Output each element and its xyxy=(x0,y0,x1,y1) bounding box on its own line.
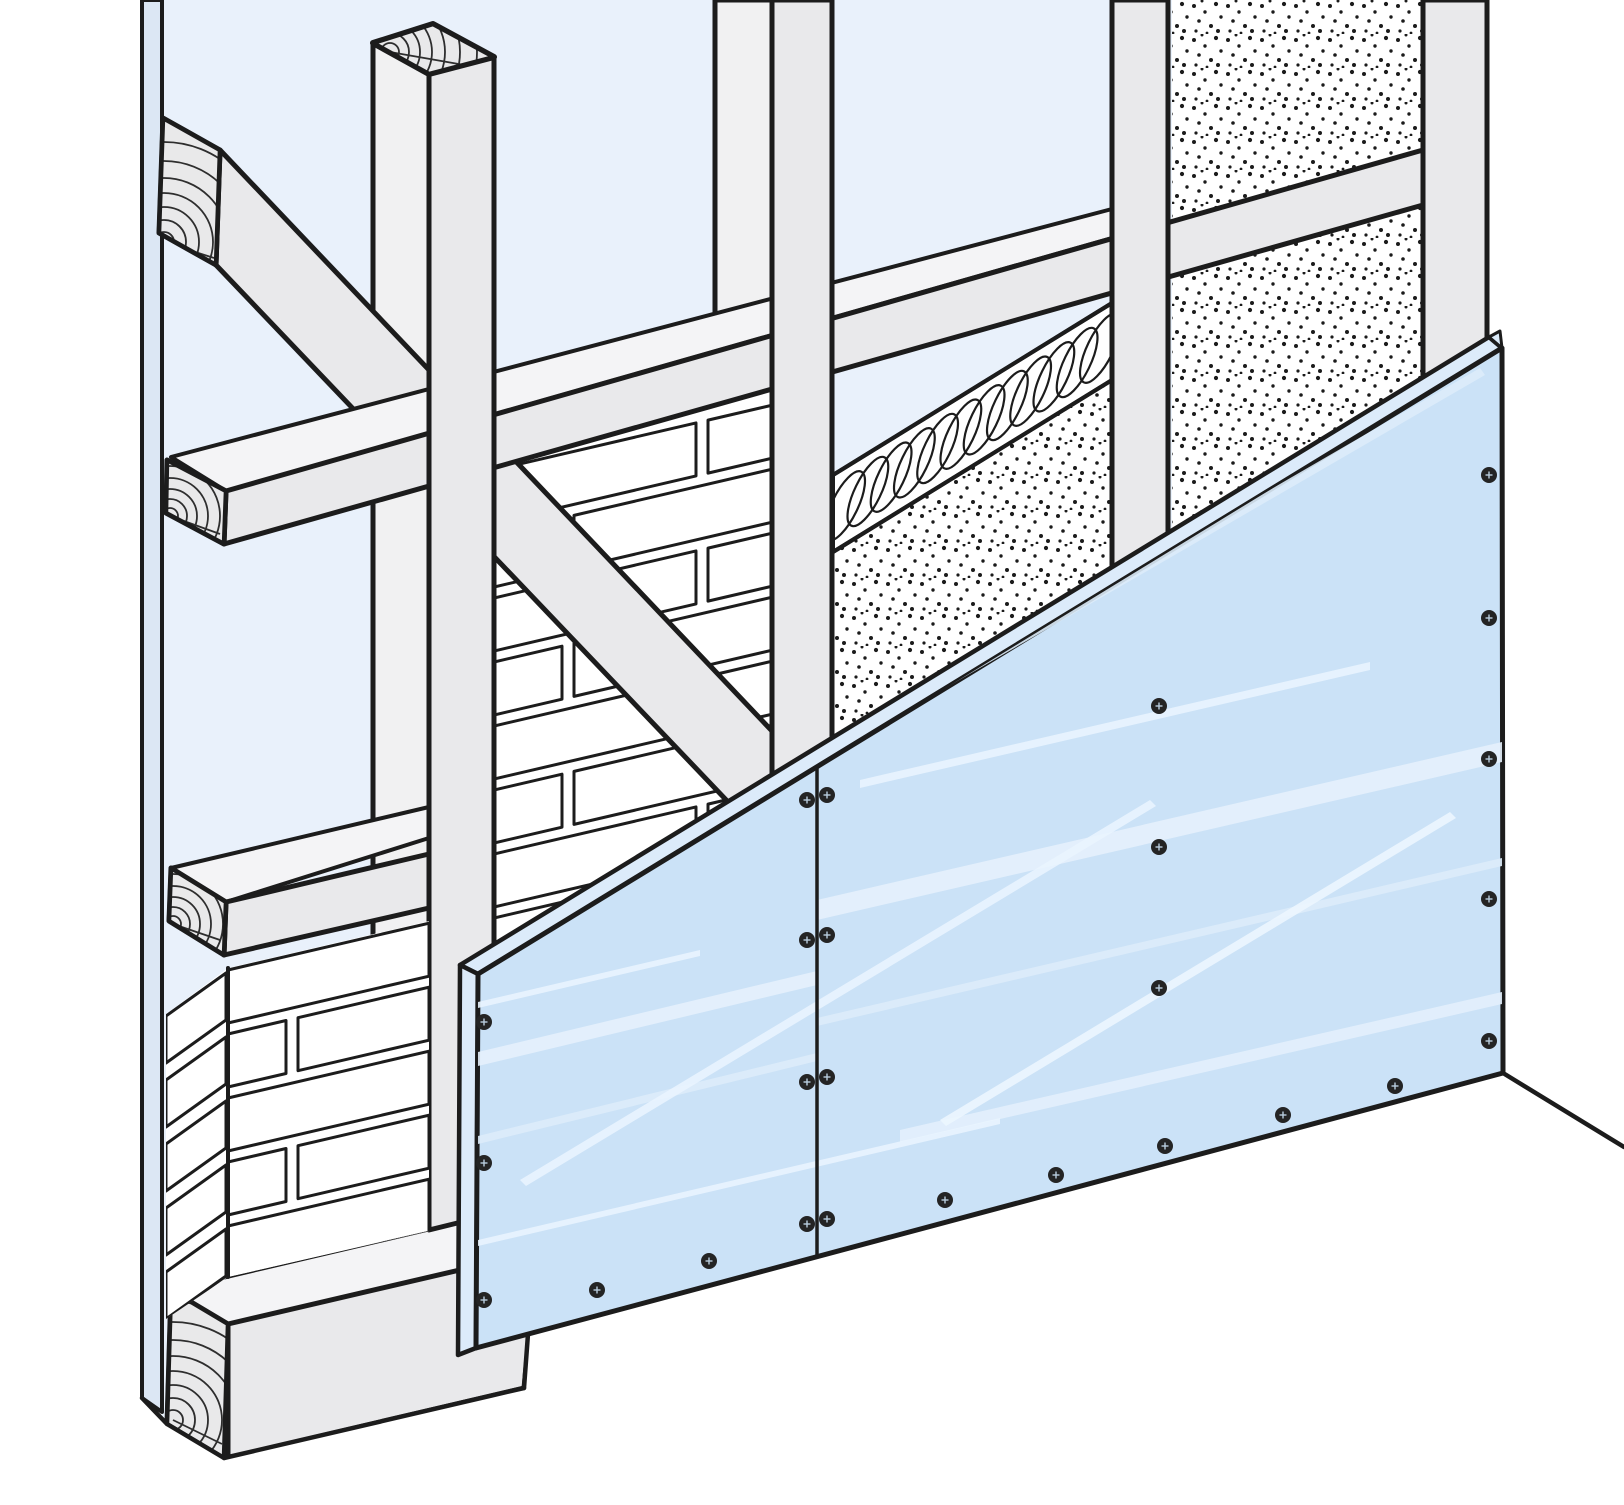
insulation-fill xyxy=(833,0,1423,748)
brick-pillar xyxy=(166,921,429,1319)
floor-corner-line xyxy=(1500,1070,1624,1150)
wall-left-edge xyxy=(140,0,164,1414)
foreground-mask xyxy=(0,1073,1624,1505)
plasterboard-panels xyxy=(455,329,1506,1358)
timber-studs xyxy=(370,0,1490,1233)
panel-screws xyxy=(476,467,1497,1308)
left-bay-rail xyxy=(166,805,432,958)
